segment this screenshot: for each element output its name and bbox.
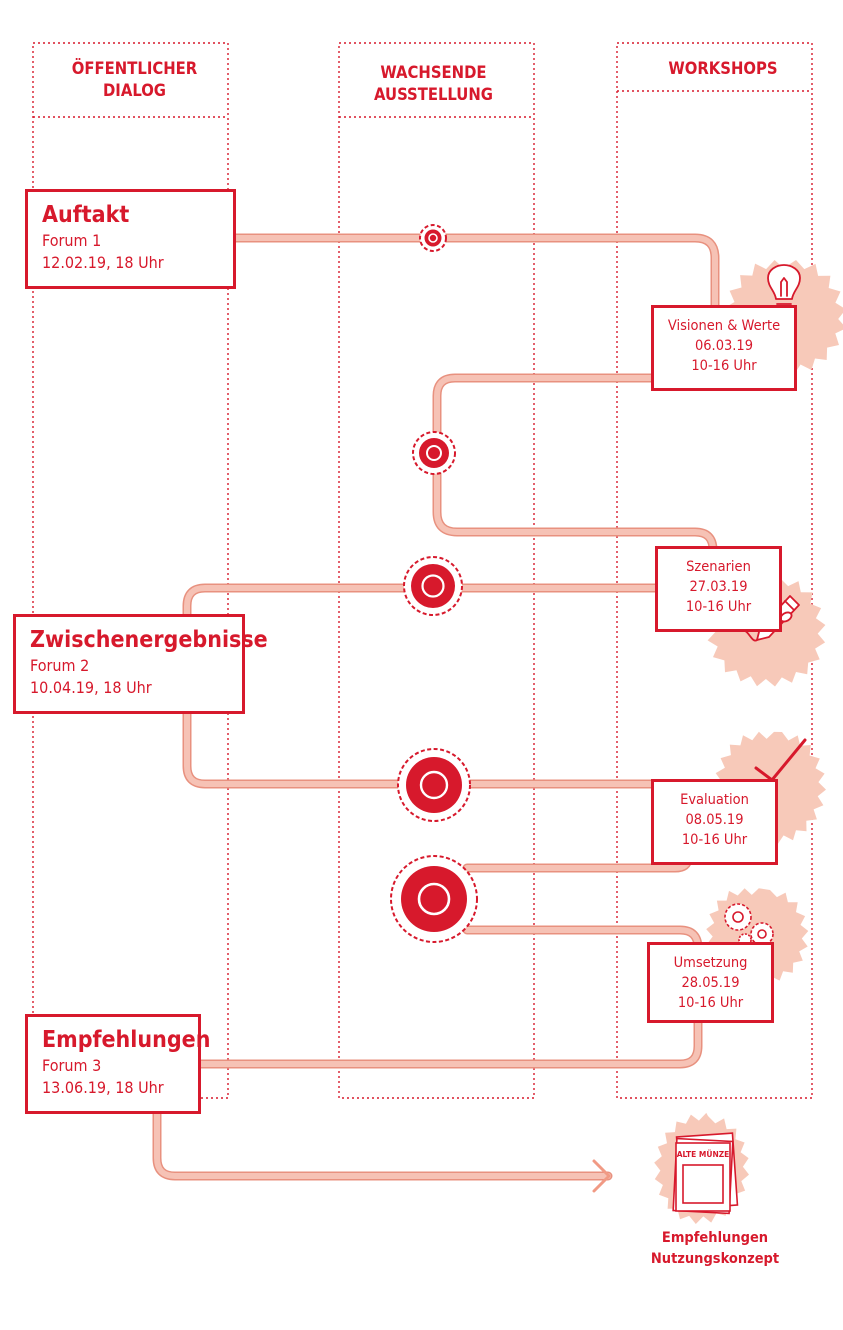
workshop-time: 10-16 Uhr xyxy=(691,358,757,374)
process-path xyxy=(152,233,720,1193)
workshop-date: 08.05.19 xyxy=(685,812,744,828)
outcome-line: Nutzungskonzept xyxy=(650,1251,780,1267)
forum-date: 12.02.19, 18 Uhr xyxy=(42,253,164,272)
exhibition-marker xyxy=(390,855,478,943)
column-header-line: WORKSHOPS xyxy=(668,59,778,78)
workshop-box-evaluation: Evaluation 08.05.19 10-16 Uhr xyxy=(651,779,778,865)
workshop-title: Evaluation xyxy=(680,792,749,808)
arrow-head-icon xyxy=(592,1159,611,1193)
exhibition-marker xyxy=(419,224,447,252)
column-header-exhibition: WACHSENDE AUSSTELLUNG xyxy=(339,62,528,106)
forum-box-empfehlungen: Empfehlungen Forum 3 13.06.19, 18 Uhr xyxy=(25,1014,211,1114)
exhibition-markers xyxy=(390,224,478,943)
outcome-label: Empfehlungen Nutzungskonzept xyxy=(630,1228,800,1270)
column-header-line: DIALOG xyxy=(102,81,166,100)
workshop-date: 28.05.19 xyxy=(681,975,740,991)
forum-box-auftakt: Auftakt Forum 1 12.02.19, 18 Uhr xyxy=(25,189,236,289)
outcome-line: Empfehlungen xyxy=(661,1230,769,1246)
workshop-title: Visionen & Werte xyxy=(667,318,781,334)
workshop-time: 10-16 Uhr xyxy=(685,599,752,615)
workshop-box-visionen: Visionen & Werte 06.03.19 10-16 Uhr xyxy=(651,305,797,391)
column-header-line: WACHSENDE xyxy=(380,63,487,82)
forum-date: 10.04.19, 18 Uhr xyxy=(30,678,152,697)
document-label: ALTE MÜNZE xyxy=(677,1150,730,1159)
forum-title: Zwischenergebnisse xyxy=(30,627,268,653)
column-header-dialog: ÖFFENTLICHER DIALOG xyxy=(33,58,236,102)
workshop-time: 10-16 Uhr xyxy=(677,995,744,1011)
workshop-date: 27.03.19 xyxy=(689,579,748,595)
column-header-line: AUSSTELLUNG xyxy=(374,85,493,104)
workshop-title: Szenarien xyxy=(686,559,751,575)
forum-box-zwischenergebnisse: Zwischenergebnisse Forum 2 10.04.19, 18 … xyxy=(13,614,268,714)
forum-number: Forum 2 xyxy=(30,656,90,675)
forum-number: Forum 3 xyxy=(42,1056,102,1075)
column-header-workshops: WORKSHOPS xyxy=(617,58,829,80)
workshop-box-szenarien: Szenarien 27.03.19 10-16 Uhr xyxy=(655,546,782,632)
document-icon: ALTE MÜNZE xyxy=(672,1132,739,1215)
workshop-date: 06.03.19 xyxy=(694,338,754,354)
workshop-time: 10-16 Uhr xyxy=(681,832,748,848)
workshop-badges xyxy=(654,260,843,1224)
forum-title: Auftakt xyxy=(42,202,130,228)
forum-number: Forum 1 xyxy=(42,231,102,250)
exhibition-marker xyxy=(403,556,463,616)
forum-title: Empfehlungen xyxy=(42,1027,211,1053)
exhibition-marker xyxy=(412,431,456,475)
workshop-box-umsetzung: Umsetzung 28.05.19 10-16 Uhr xyxy=(647,942,774,1023)
exhibition-marker xyxy=(397,748,471,822)
workshop-title: Umsetzung xyxy=(673,955,748,971)
column-header-line: ÖFFENTLICHER xyxy=(71,59,198,78)
forum-date: 13.06.19, 18 Uhr xyxy=(42,1078,164,1097)
lightbulb-icon xyxy=(767,264,801,314)
